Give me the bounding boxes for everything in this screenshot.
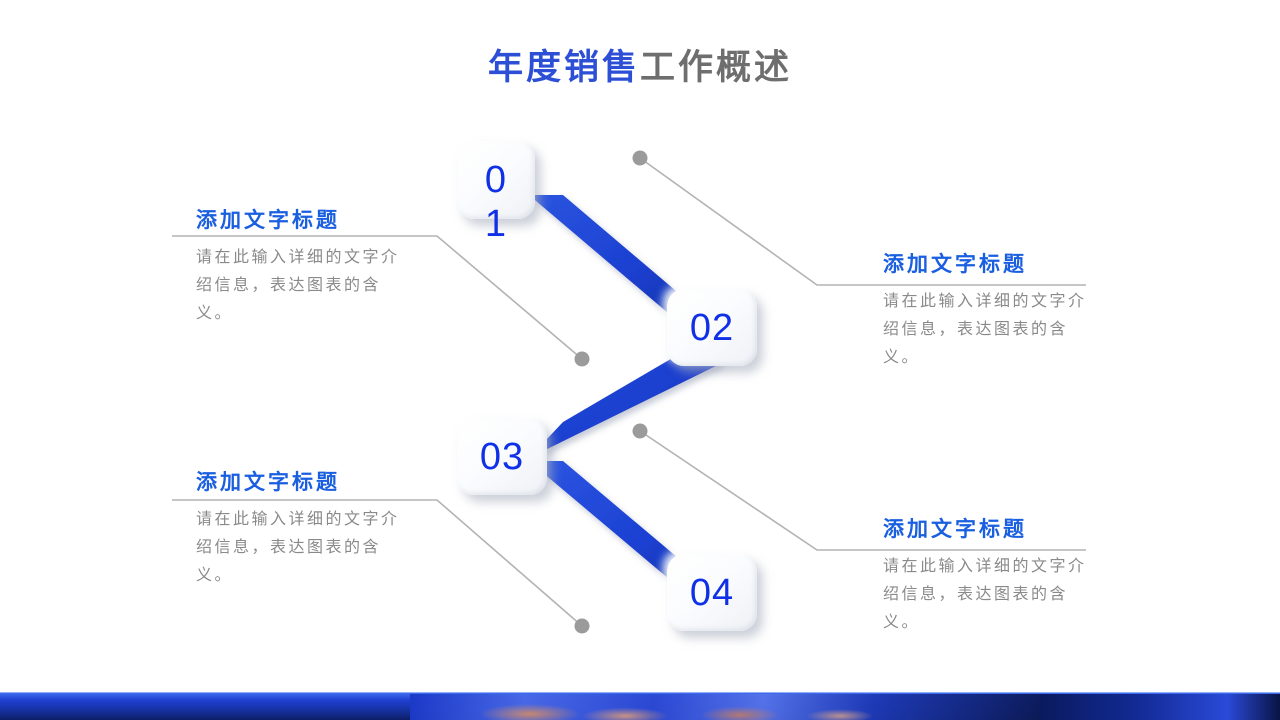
leader-dot-03 [574,618,590,634]
page-title-gray: 工作概述 [640,48,793,87]
leader-dot-04 [632,423,648,439]
leader-line-01 [172,235,590,367]
leader-dot-01 [574,351,590,367]
badge-03-label: 03 [479,435,525,478]
text-block-04[interactable]: 添加文字标题 请在此输入详细的文字介绍信息，表达图表的含义。 [883,517,1093,637]
text-block-04-body: 请在此输入详细的文字介绍信息，表达图表的含义。 [883,558,1087,631]
text-block-03-title: 添加文字标题 [196,471,340,494]
text-block-02-title: 添加文字标题 [883,253,1027,276]
strip-dark-sliver [1040,694,1280,720]
page-title-blue: 年度销售 [487,48,640,87]
badge-04[interactable]: 04 [667,554,757,631]
page-title: 年度销售工作概述 [0,46,1280,90]
badge-02-label: 02 [689,306,735,349]
text-block-01-title: 添加文字标题 [196,209,340,232]
badge-01[interactable]: 01 [457,141,535,245]
text-block-01[interactable]: 添加文字标题 请在此输入详细的文字介绍信息，表达图表的含义。 [196,208,406,328]
bottom-photo-strip [0,686,1280,720]
strip-photo-sliver [410,694,1050,720]
text-block-02-body: 请在此输入详细的文字介绍信息，表达图表的含义。 [883,293,1087,366]
badge-03[interactable]: 03 [457,418,547,495]
badge-02[interactable]: 02 [667,289,757,366]
text-block-03[interactable]: 添加文字标题 请在此输入详细的文字介绍信息，表达图表的含义。 [196,470,406,590]
text-block-02[interactable]: 添加文字标题 请在此输入详细的文字介绍信息，表达图表的含义。 [883,252,1093,372]
text-block-04-title: 添加文字标题 [883,518,1027,541]
leader-dot-02 [632,150,648,166]
badge-01-label: 01 [484,159,508,245]
badge-04-label: 04 [689,571,735,614]
text-block-01-body: 请在此输入详细的文字介绍信息，表达图表的含义。 [196,249,400,322]
leader-line-03 [172,499,590,634]
text-block-03-body: 请在此输入详细的文字介绍信息，表达图表的含义。 [196,511,400,584]
leader-line-04 [632,423,1086,551]
leader-line-02 [632,150,1086,286]
